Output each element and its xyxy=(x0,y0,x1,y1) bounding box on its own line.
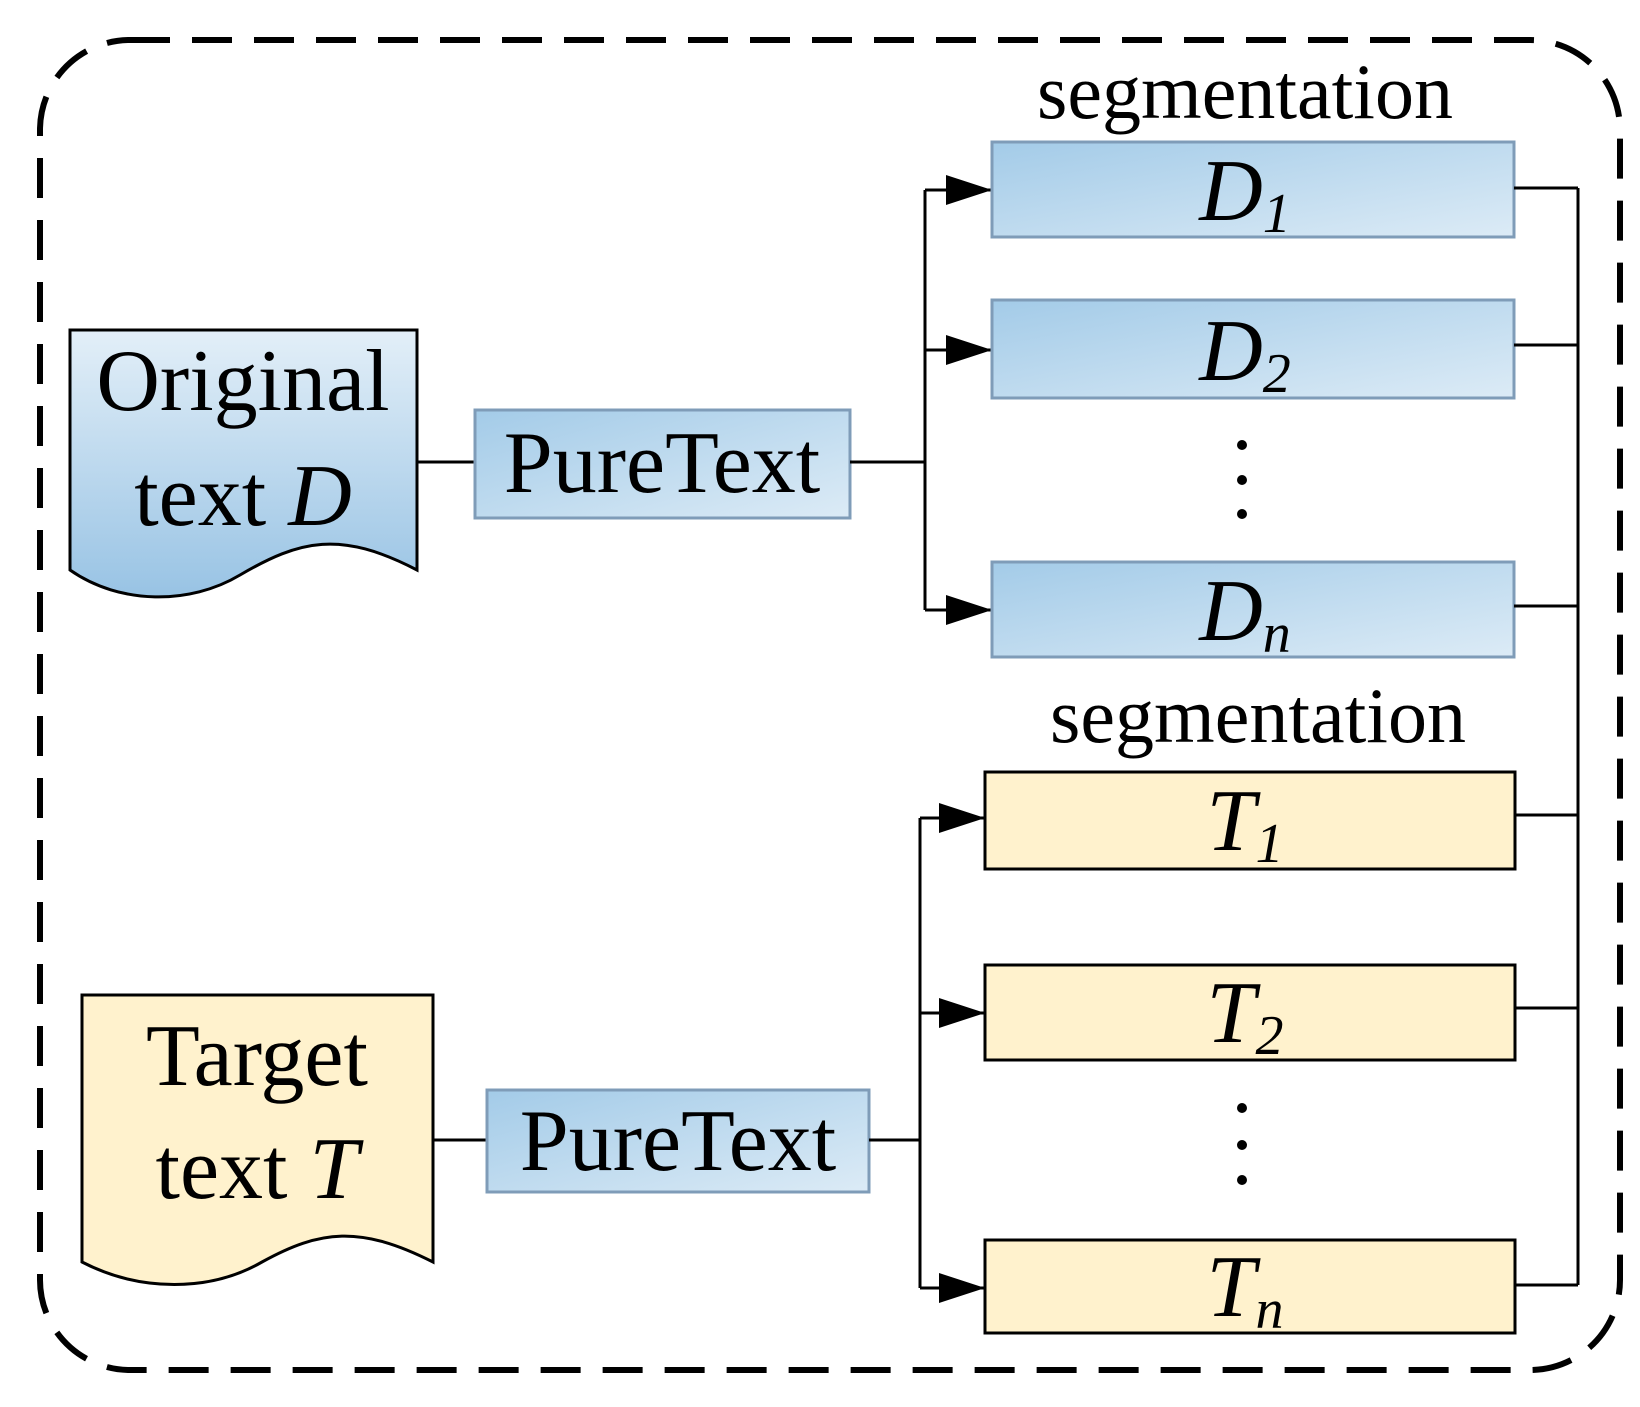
ellipsis-dot xyxy=(1237,1175,1247,1185)
segment-label-dn: Dn xyxy=(1198,563,1291,665)
original-text-label-line1: Original xyxy=(96,333,389,430)
segment-label-d2: D2 xyxy=(1198,303,1291,405)
segment-box-dn xyxy=(990,560,1516,659)
puretext-box-bottom xyxy=(485,1088,871,1194)
segment-box-tn xyxy=(983,1238,1517,1335)
segment-label-tn: Tn xyxy=(1207,1239,1284,1341)
segment-box-t1 xyxy=(983,770,1517,871)
target-text-document xyxy=(80,993,435,1286)
ellipsis-dot xyxy=(1237,1103,1247,1113)
segment-label-t2: T2 xyxy=(1207,965,1284,1067)
ellipsis-dot xyxy=(1237,440,1247,450)
original-text-label-line2: text D xyxy=(134,448,352,545)
segment-label-d1: D1 xyxy=(1198,143,1291,245)
target-text-label-line1: Target xyxy=(146,1008,368,1105)
module-boundary xyxy=(37,37,1623,1373)
puretext-box-top xyxy=(473,408,852,520)
segment-box-d1 xyxy=(990,140,1516,239)
segmentation-heading-top: segmentation xyxy=(1037,48,1453,135)
original-text-document xyxy=(68,328,419,599)
segment-label-t1: T1 xyxy=(1207,773,1284,875)
puretext-label-bottom: PureText xyxy=(520,1093,836,1190)
ellipsis-dot xyxy=(1237,1140,1247,1150)
ellipsis-dot xyxy=(1237,475,1247,485)
segment-box-t2 xyxy=(983,963,1517,1062)
target-text-label-line2: text T xyxy=(156,1121,365,1218)
segment-box-d2 xyxy=(990,298,1516,400)
ellipsis-dot xyxy=(1237,509,1247,519)
segmentation-heading-bottom: segmentation xyxy=(1050,672,1466,759)
puretext-label-top: PureText xyxy=(504,415,820,512)
